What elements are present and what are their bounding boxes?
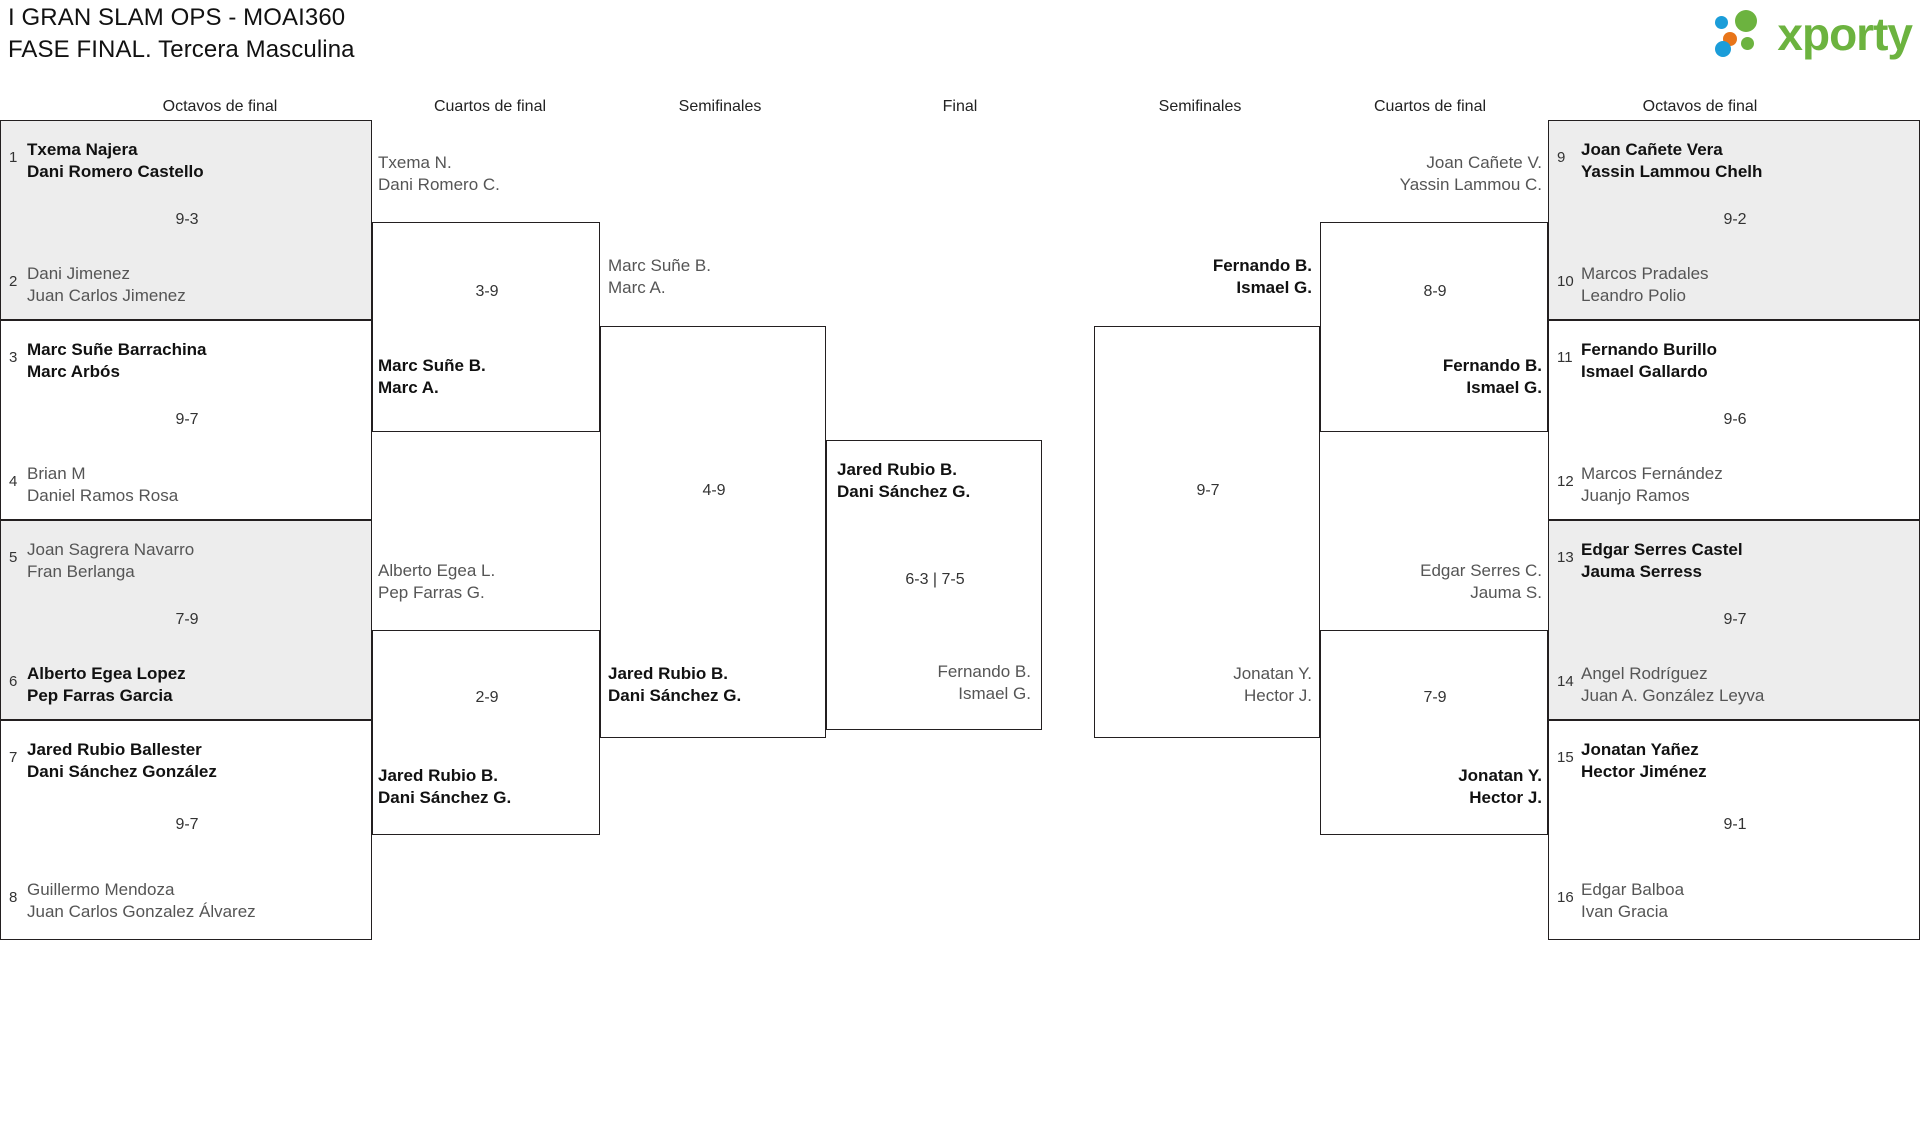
team-names-top: Txema Najera Dani Romero Castello <box>27 140 204 181</box>
match-score: 4-9 <box>702 482 726 499</box>
sf-l-bottom-names: Jared Rubio B. Dani Sánchez G. <box>608 664 742 705</box>
final-winner-names: Jared Rubio B. Dani Sánchez G. <box>837 460 971 501</box>
match-box-l-sf[interactable]: 4-9 <box>600 326 826 738</box>
final-loser-names: Fernando B. Ismael G. <box>937 662 1031 703</box>
match-box-r-sf[interactable]: 9-7 <box>1094 326 1320 738</box>
match-score: 9-3 <box>175 211 199 228</box>
round-label-left-sf: Semifinales <box>678 98 762 115</box>
seed-number: 13 <box>1557 549 1574 566</box>
qf-l-2-bottom-names: Jared Rubio B. Dani Sánchez G. <box>378 766 512 807</box>
round-label-left-qf: Cuartos de final <box>433 98 547 115</box>
seed-number: 9 <box>1557 149 1566 166</box>
team-names-top: Jonatan Yañez Hector Jiménez <box>1581 740 1707 781</box>
sf-r-top-names: Fernando B. Ismael G. <box>1212 256 1312 297</box>
logo-wordmark: xporty <box>1777 8 1913 60</box>
team-names-top: Marc Suñe Barrachina Marc Arbós <box>27 340 207 381</box>
seed-number: 5 <box>9 549 18 566</box>
round-label-right-qf: Cuartos de final <box>1373 98 1487 115</box>
match-score: 8-9 <box>1423 283 1447 300</box>
team-names-bottom: Edgar Balboa Ivan Gracia <box>1581 880 1685 921</box>
round-label-left-r16: Octavos de final <box>162 98 278 115</box>
team-names-top: Jared Rubio Ballester Dani Sánchez Gonzá… <box>27 740 217 781</box>
xporty-logo: xporty <box>1715 6 1913 62</box>
round-label-final: Final <box>942 98 978 115</box>
seed-number: 8 <box>9 889 18 906</box>
logo-dots-icon <box>1715 8 1771 60</box>
final-score: 6-3 | 7-5 <box>905 571 965 588</box>
team-names-top: Joan Cañete Vera Yassin Lammou Chelh <box>1581 140 1763 181</box>
qf-l-1-bottom-names: Marc Suñe B. Marc A. <box>378 356 486 397</box>
qf-l-2-top-names: Alberto Egea L. Pep Farras G. <box>378 561 496 602</box>
match-score: 7-9 <box>175 611 199 628</box>
qf-r-1-bottom-names: Fernando B. Ismael G. <box>1442 356 1542 397</box>
match-box-r-r16-4[interactable]: 15 Jonatan Yañez Hector Jiménez 9-1 16 E… <box>1548 720 1920 940</box>
match-score: 9-7 <box>1723 611 1747 628</box>
match-box-l-qf-2[interactable]: 2-9 <box>372 630 600 835</box>
sf-r-bottom-names: Jonatan Y. Hector J. <box>1233 664 1312 705</box>
match-box-r-r16-2[interactable]: 11 Fernando Burillo Ismael Gallardo 9-6 … <box>1548 320 1920 520</box>
qf-r-1-top-names: Joan Cañete V. Yassin Lammou C. <box>1399 153 1542 194</box>
seed-number: 11 <box>1557 349 1573 366</box>
match-box-l-r16-3[interactable]: 5 Joan Sagrera Navarro Fran Berlanga 7-9… <box>0 520 372 720</box>
match-score: 9-6 <box>1723 411 1747 428</box>
match-score: 9-1 <box>1723 816 1747 833</box>
match-score: 2-9 <box>475 689 499 706</box>
seed-number: 6 <box>9 673 18 690</box>
seed-number: 7 <box>9 749 18 766</box>
match-score: 9-2 <box>1723 211 1747 228</box>
seed-number: 2 <box>9 273 18 290</box>
seed-number: 4 <box>9 473 18 490</box>
match-box-final[interactable]: Jared Rubio B. Dani Sánchez G. 6-3 | 7-5… <box>826 440 1042 730</box>
seed-number: 15 <box>1557 749 1574 766</box>
seed-number: 1 <box>9 149 18 166</box>
match-box-r-r16-1[interactable]: 9 Joan Cañete Vera Yassin Lammou Chelh 9… <box>1548 120 1920 320</box>
match-score: 9-7 <box>175 411 199 428</box>
match-box-l-r16-1[interactable]: 1 Txema Najera Dani Romero Castello 9-3 … <box>0 120 372 320</box>
team-names-bottom: Alberto Egea Lopez Pep Farras Garcia <box>27 664 186 705</box>
team-names-bottom: Dani Jimenez Juan Carlos Jimenez <box>27 264 186 305</box>
sf-l-top-names: Marc Suñe B. Marc A. <box>608 256 711 297</box>
seed-number: 16 <box>1557 889 1574 906</box>
seed-number: 10 <box>1557 273 1574 290</box>
match-score: 3-9 <box>475 283 499 300</box>
match-score: 7-9 <box>1423 689 1447 706</box>
page-title: I GRAN SLAM OPS - MOAI360 FASE FINAL. Te… <box>8 2 355 66</box>
seed-number: 14 <box>1557 673 1574 690</box>
team-names-bottom: Angel Rodríguez Juan A. González Leyva <box>1581 664 1765 705</box>
seed-number: 12 <box>1557 473 1574 490</box>
team-names-top: Edgar Serres Castel Jauma Serress <box>1581 540 1743 581</box>
match-box-r-r16-3[interactable]: 13 Edgar Serres Castel Jauma Serress 9-7… <box>1548 520 1920 720</box>
team-names-bottom: Guillermo Mendoza Juan Carlos Gonzalez Á… <box>27 880 256 921</box>
match-score: 9-7 <box>175 816 199 833</box>
qf-l-1-top-names: Txema N. Dani Romero C. <box>378 153 500 194</box>
match-box-l-r16-4[interactable]: 7 Jared Rubio Ballester Dani Sánchez Gon… <box>0 720 372 940</box>
match-box-l-qf-1[interactable]: 3-9 <box>372 222 600 432</box>
qf-r-2-bottom-names: Jonatan Y. Hector J. <box>1458 766 1542 807</box>
team-names-bottom: Brian M Daniel Ramos Rosa <box>27 464 179 505</box>
match-box-r-qf-2[interactable]: 7-9 <box>1320 630 1548 835</box>
team-names-bottom: Marcos Pradales Leandro Polio <box>1581 264 1709 305</box>
title-line-2: FASE FINAL. Tercera Masculina <box>8 36 355 63</box>
match-box-r-qf-1[interactable]: 8-9 <box>1320 222 1548 432</box>
seed-number: 3 <box>9 349 18 366</box>
title-line-1: I GRAN SLAM OPS - MOAI360 <box>8 4 346 31</box>
round-label-right-sf: Semifinales <box>1158 98 1242 115</box>
match-box-l-r16-2[interactable]: 3 Marc Suñe Barrachina Marc Arbós 9-7 4 … <box>0 320 372 520</box>
match-score: 9-7 <box>1196 482 1220 499</box>
team-names-top: Fernando Burillo Ismael Gallardo <box>1581 340 1717 381</box>
round-label-right-r16: Octavos de final <box>1642 98 1758 115</box>
team-names-bottom: Marcos Fernández Juanjo Ramos <box>1581 464 1723 505</box>
qf-r-2-top-names: Edgar Serres C. Jauma S. <box>1420 561 1542 602</box>
team-names-top: Joan Sagrera Navarro Fran Berlanga <box>27 540 195 581</box>
